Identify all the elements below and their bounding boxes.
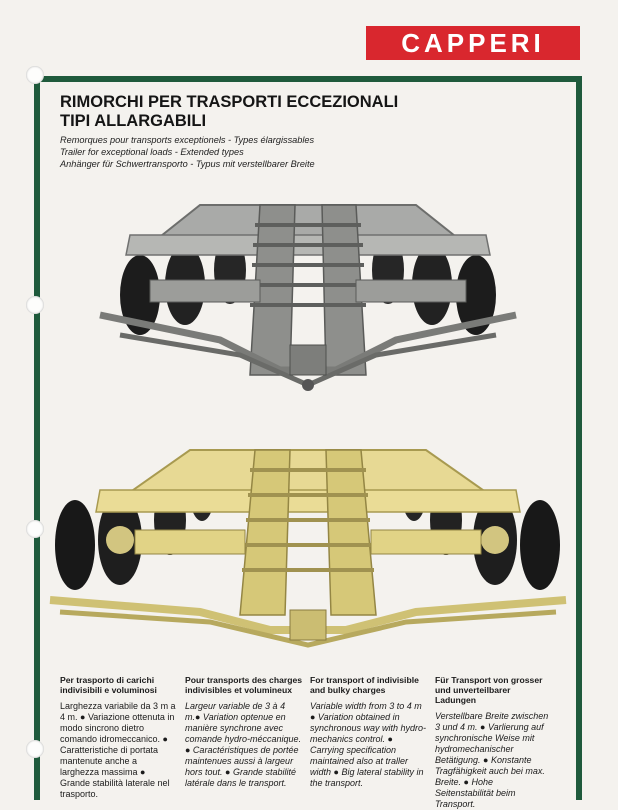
- subtitle-de: Anhänger für Schwertransporto - Typus mi…: [60, 159, 315, 169]
- column-english: For transport of indivisible and bulky c…: [310, 675, 427, 810]
- column-body: Largeur variable de 3 à 4 m.● Variation …: [185, 701, 302, 788]
- frame-left-border: [34, 76, 40, 800]
- yellow-trailer-photo: [40, 440, 576, 655]
- subtitles: Remorques pour transports exceptionels -…: [60, 134, 315, 170]
- description-columns: Per trasporto di carichi indivisibili e …: [60, 675, 560, 810]
- frame-right-border: [576, 76, 582, 800]
- column-body: Larghezza variabile da 3 m a 4 m. ● Vari…: [60, 701, 176, 799]
- column-french: Pour transports des charges indivisibles…: [185, 675, 302, 810]
- title-line-2: TIPI ALLARGABILI: [60, 112, 207, 130]
- punch-hole: [26, 740, 44, 758]
- punch-hole: [26, 520, 44, 538]
- title-line-1: RIMORCHI PER TRASPORTI ECCEZIONALI: [60, 93, 399, 111]
- column-heading: Für Transport von grosser und unverteilb…: [435, 675, 543, 705]
- column-body: Verstellbare Breite zwischen 3 und 4 m. …: [435, 711, 549, 809]
- subtitle-fr: Remorques pour transports exceptionels -…: [60, 135, 315, 145]
- column-heading: Per trasporto di carichi indivisibili e …: [60, 675, 157, 695]
- grey-trailer-photo: [40, 185, 576, 400]
- column-german: Für Transport von grosser und unverteilb…: [435, 675, 552, 810]
- column-body: Variable width from 3 to 4 m ● Variation…: [310, 701, 427, 788]
- punch-hole: [26, 296, 44, 314]
- capperi-logo: CAPPERI: [366, 26, 580, 60]
- frame-top-border: [34, 76, 582, 82]
- page-title: RIMORCHI PER TRASPORTI ECCEZIONALI TIPI …: [60, 93, 398, 131]
- column-heading: For transport of indivisible and bulky c…: [310, 675, 419, 695]
- subtitle-en: Trailer for exceptional loads - Extended…: [60, 147, 244, 157]
- column-heading: Pour transports des charges indivisibles…: [185, 675, 303, 695]
- column-italian: Per trasporto di carichi indivisibili e …: [60, 675, 177, 810]
- punch-hole: [26, 66, 44, 84]
